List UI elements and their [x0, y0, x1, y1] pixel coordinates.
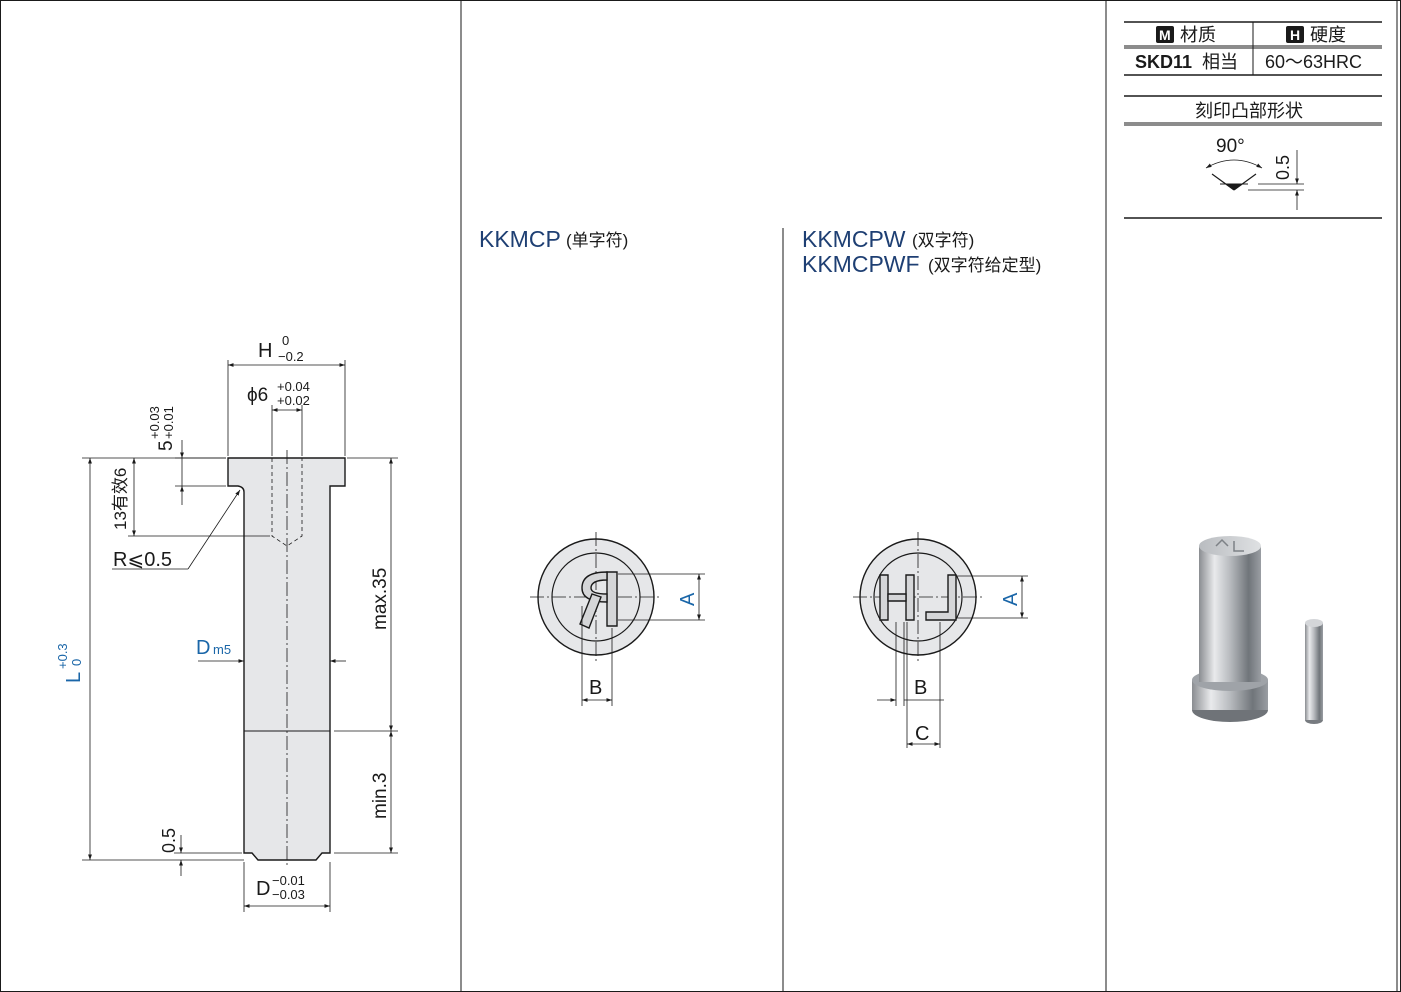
dim-effective: 13有效6	[111, 468, 130, 530]
side-view-drawing: H 0 −0.2 ϕ6 +0.04 +0.02 5 +0.03 +0.01 13…	[55, 333, 398, 912]
dim-phi-upper: +0.04	[277, 379, 310, 394]
dim-min3: min.3	[370, 773, 391, 819]
emboss-depth: 0.5	[1273, 155, 1293, 180]
mirrored-r-glyph	[579, 571, 618, 629]
j-glyph	[925, 574, 957, 621]
hidden-hole	[271, 458, 303, 547]
single-dim-a: A	[677, 592, 699, 606]
svg-text:KKMCP: KKMCP	[479, 226, 561, 252]
dim-h-lower: −0.2	[278, 349, 304, 364]
heading-kkmcpwf: KKMCPWF (双字符给定型)	[802, 251, 1041, 277]
svg-text:KKMCPW: KKMCPW	[802, 226, 906, 252]
heading-kkmcpw-note: (双字符)	[912, 231, 974, 250]
dim-head-thickness: 5	[156, 440, 177, 451]
double-char-face-view: A B C	[853, 532, 1028, 748]
dim-l-lower: 0	[69, 659, 84, 666]
dim-d-m5: D	[196, 637, 210, 659]
svg-text:KKMCPWF: KKMCPWF	[802, 251, 920, 277]
emboss-angle: 90°	[1216, 136, 1245, 157]
material-badge-icon	[1156, 26, 1174, 43]
double-dim-b: B	[914, 677, 927, 699]
double-dim-c: C	[915, 723, 929, 745]
dim-chamfer: 0.5	[159, 828, 179, 853]
dim-h: H	[258, 340, 272, 362]
heading-kkmcpwf-note: (双字符给定型)	[928, 256, 1041, 275]
dim-l-upper: +0.3	[55, 643, 70, 669]
heading-kkmcpw: KKMCPW (双字符)	[802, 226, 974, 252]
dim-radius: R⩽0.5	[113, 549, 172, 571]
single-char-face-view: A B	[530, 532, 705, 706]
heading-kkmcp-note: (单字符)	[566, 231, 628, 250]
emboss-profile-diagram: 90° 0.5	[1205, 136, 1304, 210]
material-value-suffix: 相当	[1202, 52, 1238, 72]
dim-phi: ϕ6	[247, 385, 268, 406]
hardness-value: 60～63HRC	[1265, 52, 1362, 72]
dim-d-upper: −0.01	[272, 873, 305, 888]
heading-kkmcp: KKMCP (单字符)	[479, 226, 628, 252]
dim-h-upper: 0	[282, 333, 289, 348]
material-value: SKD11	[1135, 52, 1192, 72]
pin-body	[227, 457, 346, 861]
product-photo	[1192, 536, 1323, 724]
dim-phi-lower: +0.02	[277, 393, 310, 408]
dim-head-upper: +0.03	[147, 406, 162, 439]
single-dim-b: B	[589, 677, 602, 699]
emboss-title: 刻印凸部形状	[1195, 101, 1303, 121]
hardness-badge-icon	[1286, 26, 1304, 43]
svg-text:M: M	[1159, 27, 1171, 43]
double-dim-a: A	[1000, 592, 1022, 606]
dim-l: L	[63, 672, 85, 683]
svg-text:H: H	[1290, 27, 1300, 43]
dim-m5: m5	[213, 642, 231, 657]
dim-d-lower: −0.03	[272, 887, 305, 902]
spec-table: M 材质 H 硬度 SKD11 相当 60～63HRC 刻印凸部形状	[1124, 21, 1382, 219]
dim-head-lower: +0.01	[161, 406, 176, 439]
dim-d: D	[256, 878, 270, 900]
dim-max35: max.35	[370, 568, 391, 630]
material-header: 材质	[1180, 25, 1216, 45]
hardness-header: 硬度	[1310, 25, 1346, 45]
h-glyph	[879, 574, 915, 621]
